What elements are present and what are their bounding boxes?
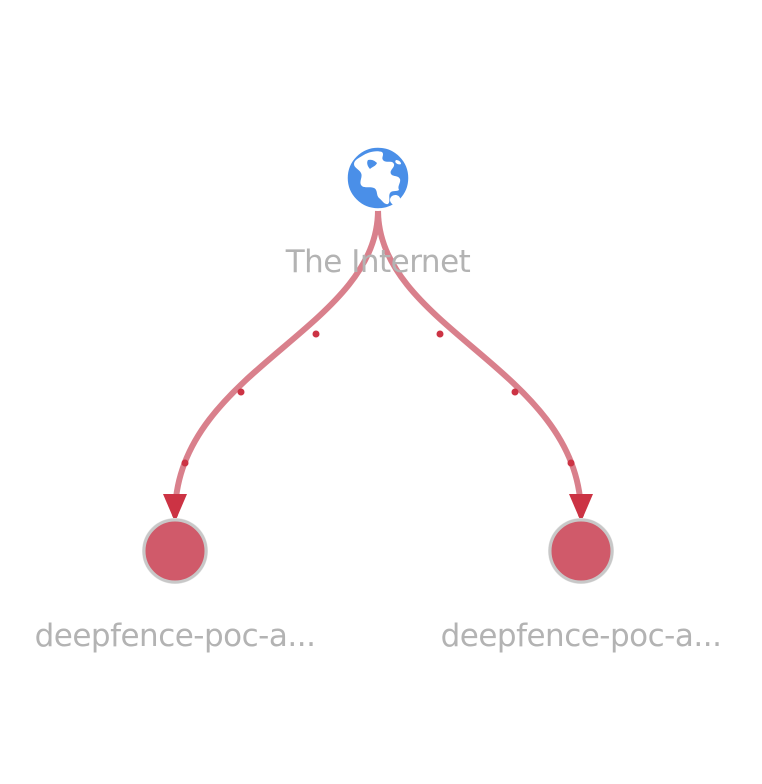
arrowhead-poc-a-2 [569,494,593,522]
node-label-poc-a-2: deepfence-poc-a... [440,618,722,654]
edge-flow-dots [181,330,575,467]
node-poc-a-2[interactable] [548,518,614,584]
edges [163,207,593,522]
node-label-internet: The Internet [285,244,471,280]
node-poc-a-1[interactable] [142,518,208,584]
arrowhead-poc-a-1 [163,494,187,522]
node-label-poc-a-1: deepfence-poc-a... [34,618,316,654]
globe-icon [345,145,411,211]
node-internet[interactable] [345,145,411,211]
